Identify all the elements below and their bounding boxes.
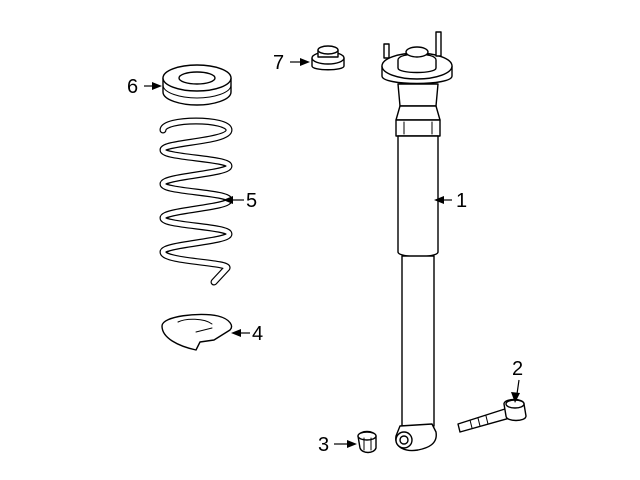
- callout-5: 5: [223, 190, 257, 212]
- callout-4: 4: [231, 323, 263, 345]
- callout-6: 6: [127, 76, 162, 98]
- callout-3: 3: [318, 434, 357, 456]
- callout-number-2: 2: [512, 358, 523, 380]
- callout-7: 7: [273, 52, 310, 74]
- callout-number-4: 4: [252, 323, 263, 345]
- bolt: [457, 398, 527, 433]
- callout-number-1: 1: [456, 190, 467, 212]
- nut: [357, 430, 377, 454]
- callout-number-7: 7: [273, 52, 284, 74]
- callout-number-6: 6: [127, 76, 138, 98]
- callout-number-3: 3: [318, 434, 329, 456]
- shock-absorber: [381, 31, 453, 452]
- callout-2: 2: [511, 358, 523, 403]
- callout-number-5: 5: [246, 190, 257, 212]
- lower-spring-seat: [161, 313, 233, 351]
- coil-spring: [159, 117, 233, 286]
- upper-spring-insulator: [162, 64, 232, 106]
- callout-1: 1: [434, 190, 467, 212]
- upper-mount-nut: [311, 45, 345, 71]
